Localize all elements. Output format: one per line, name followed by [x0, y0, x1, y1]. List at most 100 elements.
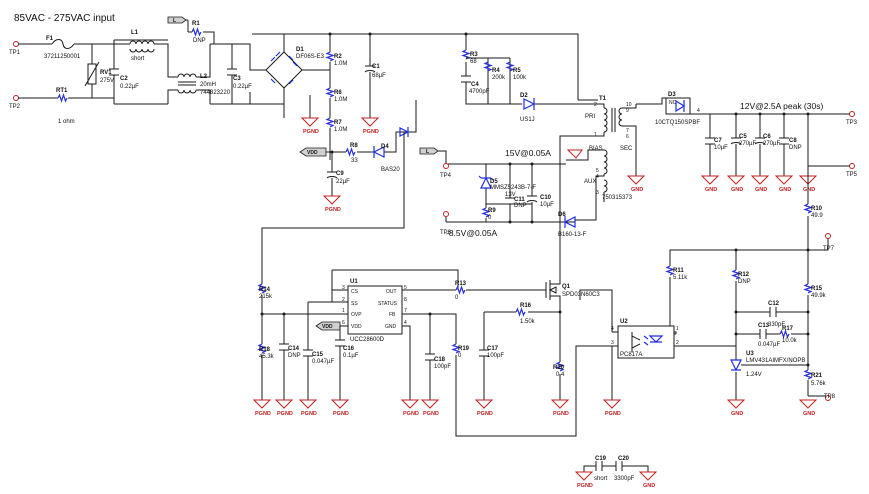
tp6-pin[interactable] — [443, 211, 449, 217]
d4-ref: D4 — [381, 144, 389, 150]
c7-ref: C7 — [714, 138, 722, 144]
c8-symbol — [779, 137, 789, 145]
c15-ref: C15 — [312, 352, 324, 358]
c12-ref: C12 — [768, 301, 780, 307]
tp1-pin[interactable] — [13, 41, 19, 47]
gnd-c6-label: GND — [755, 187, 767, 193]
gnd-r21-label: GND — [803, 411, 815, 417]
flag-l-top — [167, 16, 187, 24]
pgnd-c9 — [322, 195, 342, 205]
bridge-rectifier: D1 DF06S-E3 PGND — [232, 33, 330, 135]
tp4-pin[interactable] — [443, 163, 449, 169]
c1-value: 68µF — [372, 73, 386, 79]
c12-value: 330pF — [768, 322, 785, 328]
tp5-pin[interactable] — [849, 163, 855, 169]
q1-value: SPD03N60C3 — [562, 292, 600, 298]
r20-ref: R20 — [553, 365, 565, 371]
bias-neg-title: -8.5V@0.05A — [446, 228, 497, 238]
t1-pin1: 1 — [594, 132, 597, 138]
c4-symbol — [461, 75, 471, 83]
r15-symbol — [803, 283, 813, 294]
r13-symbol — [455, 285, 466, 295]
t1-aux: AUX — [584, 179, 596, 185]
r6-value: 1.0M — [334, 97, 347, 103]
r11-symbol — [665, 265, 675, 276]
d3-nc: NC — [669, 100, 677, 106]
r15-ref: R15 — [811, 286, 823, 292]
tp8-pin[interactable] — [825, 395, 831, 401]
r10-ref: R10 — [811, 206, 823, 212]
u1-pin4: 4 — [404, 320, 407, 326]
c1-bulk: C1 68µF PGND — [360, 32, 386, 135]
u1-pin7: 7 — [404, 308, 407, 314]
c16-symbol — [335, 339, 345, 347]
c18-symbol — [425, 353, 435, 361]
r1-value: DNP — [193, 38, 206, 44]
tp1-label: TP1 — [9, 50, 21, 56]
pgnd-u2 — [602, 399, 622, 409]
r2-symbol — [325, 51, 335, 62]
tp6-label: TP6 — [440, 230, 452, 236]
gnd-r21 — [798, 399, 818, 409]
r12-value: DNP — [738, 279, 751, 285]
tp7-label: TP7 — [823, 246, 835, 252]
u1-pin3: 3 — [342, 285, 345, 291]
flag-l-bias — [419, 147, 439, 155]
c11-value: DNP — [514, 203, 527, 209]
u3-symbol — [730, 359, 742, 372]
pgnd-u2-label: PGND — [605, 411, 621, 417]
snubber: R3 68 R4 200k R5 100k C4 4700pF D2 US1J — [461, 32, 598, 123]
tp7-pin[interactable] — [825, 233, 831, 239]
c18-value: 100pF — [434, 364, 451, 370]
c5-value: 270µF — [739, 141, 756, 147]
pgnd-r18 — [252, 399, 272, 409]
c7-value: 10µF — [714, 145, 728, 151]
r8-ref: R8 — [350, 143, 358, 149]
c14-ref: C14 — [288, 346, 300, 352]
pgnd-label: PGND — [303, 129, 319, 135]
rt1-ref: RT1 — [56, 88, 68, 94]
gnd-c20 — [638, 471, 658, 481]
bias-section: L TP4 D5 MMSZ5243B-7-F 13V R9 0 C11 DNP … — [419, 147, 587, 238]
c6-symbol — [754, 137, 766, 145]
u1-gnd: GND — [385, 324, 397, 330]
pgnd-r20-label: PGND — [553, 411, 569, 417]
c10-symbol — [526, 195, 538, 203]
tp2-pin[interactable] — [13, 95, 19, 101]
c20-ref: C20 — [618, 456, 630, 462]
r17-ref: R17 — [782, 326, 794, 332]
output-section: D3 NC 10CTQ150SPBF 4 TP3 C7 10µF C5 270µ… — [636, 92, 858, 193]
d6-value: B160-13-F — [558, 232, 587, 238]
c16-ref: C16 — [343, 346, 355, 352]
ycap-section: C19 short C20 3300pF PGND GND — [574, 456, 658, 489]
t1-pin5: 5 — [596, 168, 599, 174]
t1-part: 750315373 — [602, 195, 633, 201]
l2-part: 744823220 — [200, 90, 231, 96]
r8-value: 33 — [351, 158, 358, 164]
c17-value: 100pF — [487, 353, 504, 359]
r15-value: 49.9k — [811, 293, 827, 299]
c18-ref: C18 — [434, 357, 446, 363]
c10-ref: C10 — [540, 195, 552, 201]
q1-ref: Q1 — [562, 284, 571, 290]
r19-value: 0 — [458, 353, 462, 359]
r7-ref: R7 — [334, 120, 342, 126]
tp3-pin[interactable] — [849, 111, 855, 117]
c6-value: 270µF — [763, 141, 780, 147]
pgnd-u1-label: PGND — [403, 411, 419, 417]
pgnd-c19-label: PGND — [577, 483, 593, 489]
pgnd-c17-label: PGND — [477, 411, 493, 417]
c8-ref: C8 — [789, 138, 797, 144]
rv1-value: 275V — [100, 78, 114, 84]
pgnd-c14-label: PGND — [277, 411, 293, 417]
tp5-label: TP5 — [846, 172, 858, 178]
c4-value: 4700pF — [469, 89, 490, 95]
c11-symbol — [505, 197, 515, 205]
c3-value: 0.22µF — [233, 84, 252, 90]
r14-ref: R14 — [259, 287, 271, 293]
pgnd-u1 — [400, 399, 420, 409]
input-section: TP1 TP2 F1 37211250001 RT1 1 ohm RV1 275… — [9, 16, 252, 125]
r4-ref: R4 — [492, 68, 500, 74]
d2-symbol — [523, 98, 536, 110]
r10-value: 49.9 — [811, 213, 823, 219]
